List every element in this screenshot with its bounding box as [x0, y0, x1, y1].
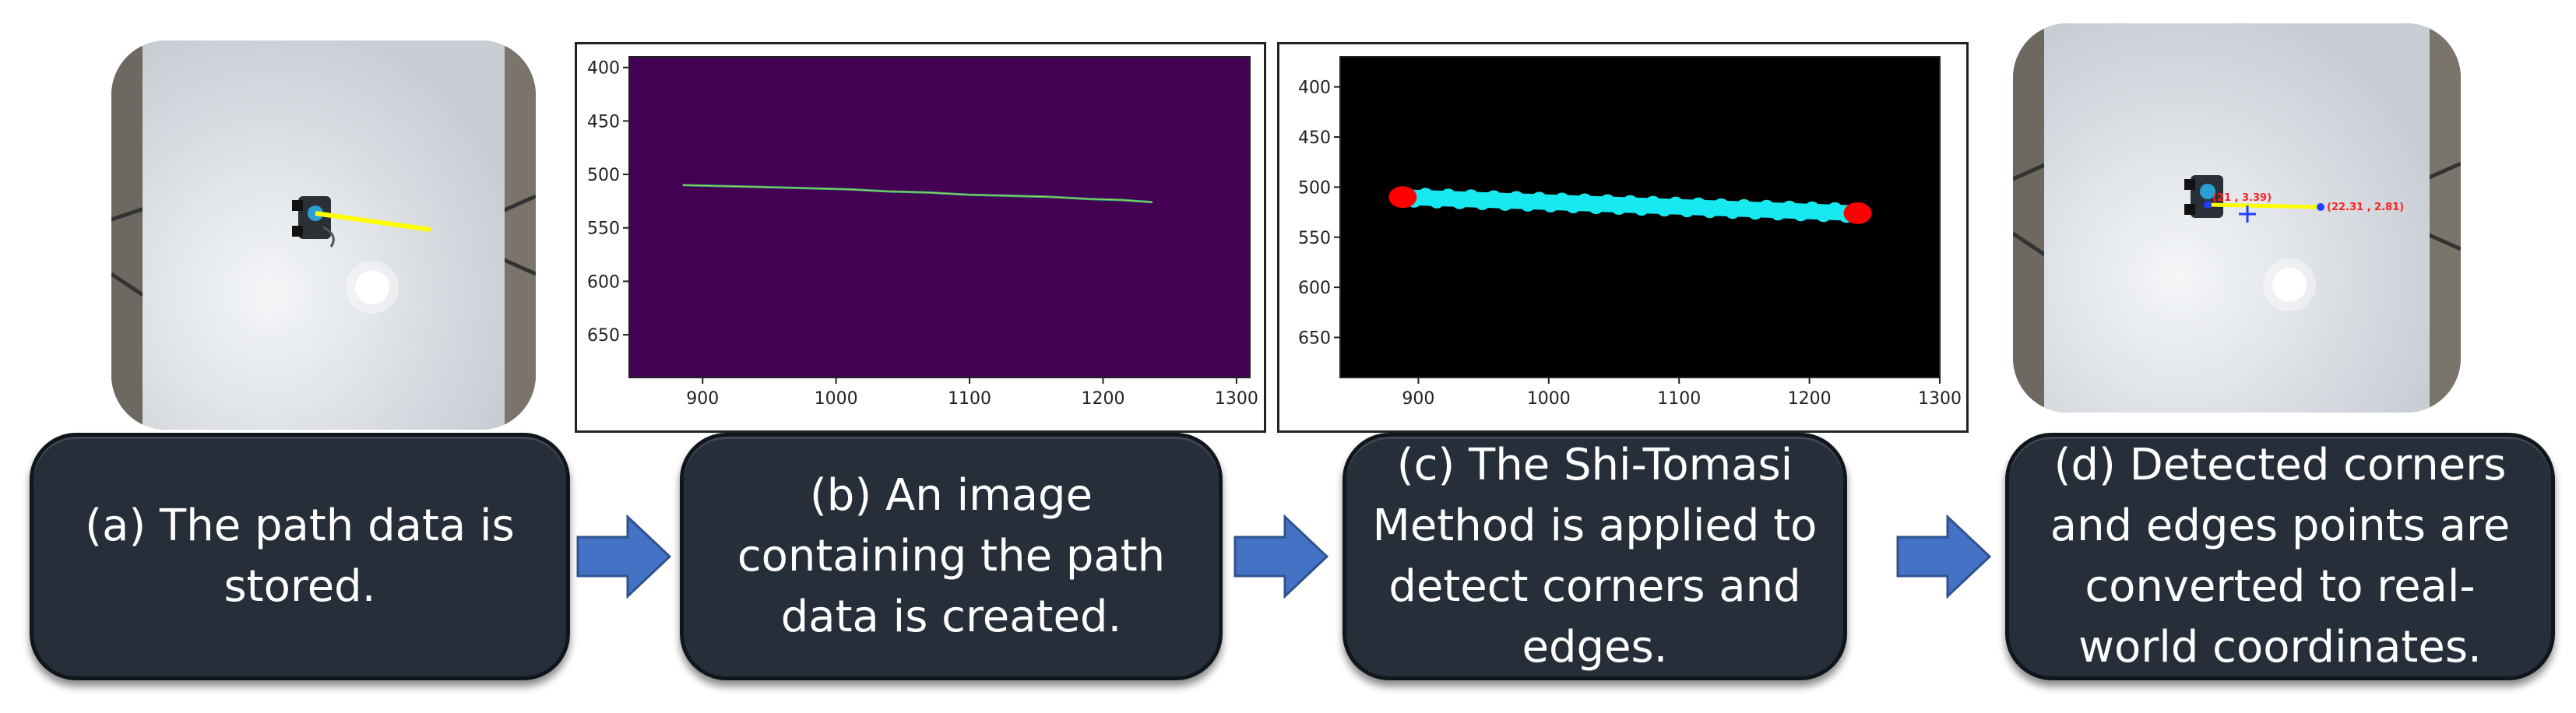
- step-b-box: (b) An image containing the path data is…: [680, 433, 1223, 680]
- y-tick-label: 550: [1298, 229, 1331, 248]
- plot-b-svg: 900 1000 1100 1200 1300 400 450 500 550 600 650: [587, 56, 1258, 409]
- photo-robot-path: [111, 40, 536, 430]
- y-tick-label: 500: [1298, 178, 1331, 198]
- step-b-text: (b) An image containing the path data is…: [737, 470, 1166, 642]
- coord-label-end: (22.31 , 2.81): [2327, 202, 2404, 213]
- plot-path-image: 900 1000 1100 1200 1300 400 450 500 550 600 650: [575, 42, 1266, 433]
- y-tick-label: 550: [587, 220, 620, 239]
- x-tick-label: 1200: [1788, 389, 1832, 409]
- robot: [2184, 175, 2223, 218]
- arrow-right-icon: [1233, 514, 1329, 599]
- x-tick-label: 1200: [1081, 389, 1124, 409]
- arrow-right-icon: [576, 514, 672, 599]
- x-tick-label: 1300: [1215, 389, 1258, 409]
- step-c-text: (c) The Shi-Tomasi Method is applied to …: [1372, 440, 1818, 673]
- x-tick-label: 900: [686, 389, 719, 409]
- step-c-box: (c) The Shi-Tomasi Method is applied to …: [1343, 433, 1847, 680]
- x-tick-label: 900: [1402, 389, 1434, 409]
- y-tick-label: 400: [1298, 79, 1331, 98]
- robot: [292, 196, 335, 248]
- x-tick-label: 1000: [815, 389, 858, 409]
- arrow-right-icon: [1896, 514, 1992, 599]
- coord-label-start: (21 , 3.39): [2212, 192, 2272, 204]
- y-tick-label: 650: [1298, 329, 1331, 349]
- y-tick-label: 450: [587, 112, 620, 132]
- plot-shi-tomasi: 900 1000 1100 1200 1300 400 450 500 550 600 650: [1277, 42, 1969, 433]
- path-line-highlight: [682, 184, 1153, 203]
- y-tick-label: 600: [1298, 279, 1331, 298]
- photo-d-scene: (21 , 3.39) (22.31 , 2.81): [2013, 23, 2461, 413]
- y-tick-label: 400: [587, 59, 620, 79]
- step-a-box: (a) The path data is stored.: [30, 433, 570, 680]
- photo-a-scene: [111, 40, 536, 430]
- corner-point: [1843, 202, 1872, 224]
- step-d-text: (d) Detected corners and edges points ar…: [2050, 440, 2511, 673]
- y-tick-label: 450: [1298, 128, 1331, 148]
- y-tick-label: 650: [587, 326, 620, 346]
- step-d-box: (d) Detected corners and edges points ar…: [2005, 433, 2555, 680]
- x-tick-label: 1100: [948, 389, 991, 409]
- step-a-text: (a) The path data is stored.: [85, 501, 515, 612]
- plot-area: [628, 56, 1251, 378]
- x-tick-label: 1100: [1657, 389, 1701, 409]
- y-tick-label: 600: [587, 272, 620, 292]
- y-tick-label: 500: [587, 166, 620, 185]
- plot-c-svg: 900 1000 1100 1200 1300 400 450 500 550 600 650: [1298, 56, 1962, 409]
- corner-point: [1388, 186, 1417, 209]
- photo-real-world-coordinates: (21 , 3.39) (22.31 , 2.81): [2013, 23, 2461, 413]
- x-tick-label: 1300: [1918, 389, 1962, 409]
- x-tick-label: 1000: [1527, 389, 1571, 409]
